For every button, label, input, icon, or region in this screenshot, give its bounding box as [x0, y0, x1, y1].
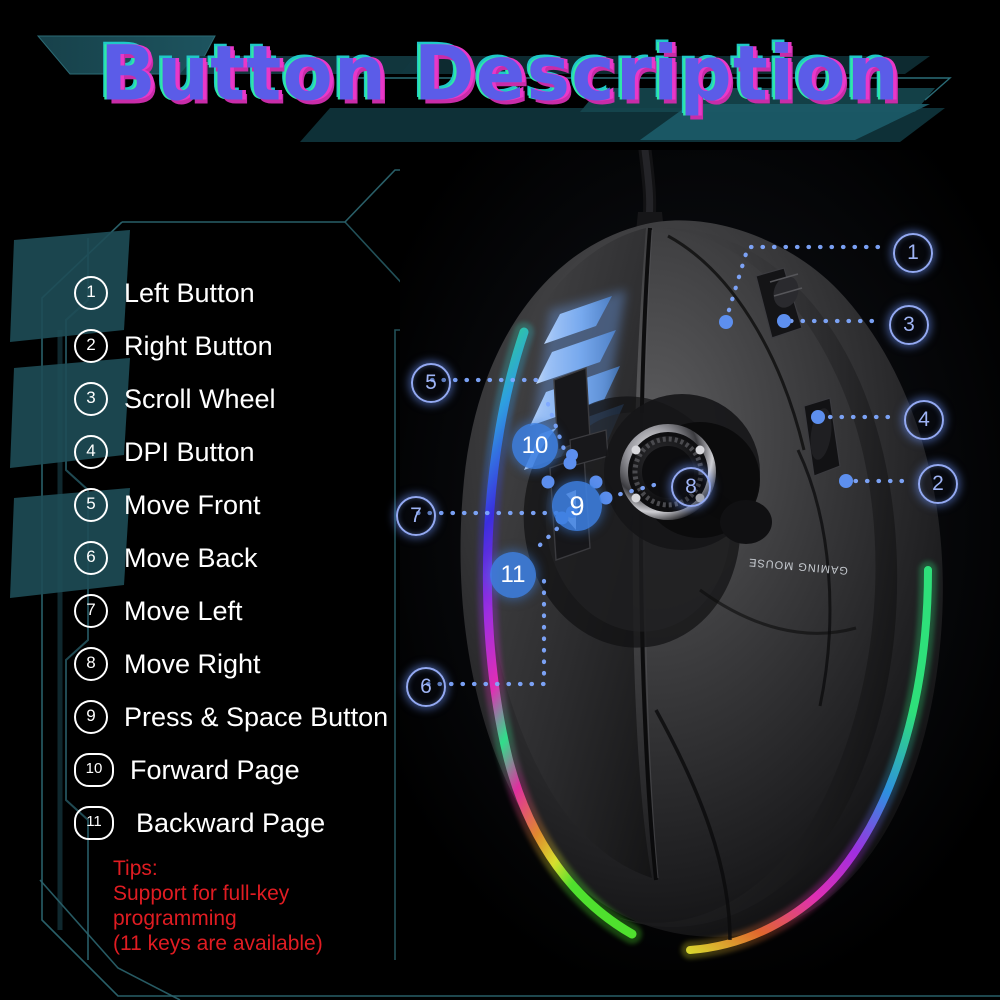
callout-marker-3[interactable]: 3 [889, 305, 929, 345]
list-item-label: DPI Button [124, 436, 255, 467]
list-item-label: Forward Page [130, 754, 300, 785]
tips-line-3: programming [113, 907, 237, 930]
callout-marker-8[interactable]: 8 [671, 467, 711, 507]
list-item-label: Right Button [124, 330, 273, 361]
list-item: 1 Left Button [74, 266, 414, 319]
list-item: 10 Forward Page [74, 743, 414, 796]
list-item-number: 6 [74, 540, 108, 575]
list-item: 7 Move Left [74, 584, 414, 637]
callout-marker-5[interactable]: 5 [411, 363, 451, 403]
list-item: 6 Move Back [74, 531, 414, 584]
callout-marker-7[interactable]: 7 [396, 496, 436, 536]
list-item-number: 1 [74, 275, 108, 310]
callout-marker-6[interactable]: 6 [406, 667, 446, 707]
list-item: 4 DPI Button [74, 425, 414, 478]
list-item-label: Move Front [124, 489, 261, 520]
product-photo: GAMING MOUSE [400, 150, 1000, 970]
list-item-label: Move Back [124, 542, 258, 573]
list-item-number: 8 [74, 646, 108, 681]
list-item: 5 Move Front [74, 478, 414, 531]
list-item: 9 Press & Space Button [74, 690, 414, 743]
page-title-wrap: Button Description [0, 29, 1000, 118]
callout-marker-1[interactable]: 1 [893, 233, 933, 273]
callout-marker-11[interactable]: 11 [490, 552, 536, 598]
list-item-label: Press & Space Button [124, 701, 389, 732]
list-item-number: 9 [74, 699, 108, 734]
mouse-illustration [400, 150, 1000, 970]
tips-block: Tips: Support for full-key programming (… [113, 856, 323, 956]
list-item: 8 Move Right [74, 637, 414, 690]
list-item: 2 Right Button [74, 319, 414, 372]
list-item-label: Move Right [124, 648, 261, 679]
list-item-label: Left Button [124, 277, 255, 308]
callout-marker-2[interactable]: 2 [918, 464, 958, 504]
tips-line-4: (11 keys are available) [113, 932, 323, 955]
button-description-list: 1 Left Button 2 Right Button 3 Scroll Wh… [74, 266, 414, 849]
list-item-label: Scroll Wheel [124, 383, 276, 414]
list-item-number: 2 [74, 328, 108, 363]
tips-line-2: Support for full-key [113, 882, 290, 905]
list-item-number: 10 [74, 752, 114, 787]
tips-line-1: Tips: [113, 857, 158, 880]
list-item-label: Move Left [124, 595, 243, 626]
callout-marker-10[interactable]: 10 [512, 423, 558, 469]
list-item: 11 Backward Page [74, 796, 414, 849]
list-item-number: 4 [74, 434, 108, 469]
list-item-label: Backward Page [136, 807, 326, 838]
list-item-number: 3 [74, 381, 108, 416]
list-item-number: 7 [74, 593, 108, 628]
list-item: 3 Scroll Wheel [74, 372, 414, 425]
list-item-number: 5 [74, 487, 108, 522]
callout-marker-4[interactable]: 4 [904, 400, 944, 440]
list-item-number: 11 [74, 805, 114, 840]
page-title: Button Description [99, 28, 901, 118]
callout-marker-9[interactable]: 9 [552, 481, 602, 531]
